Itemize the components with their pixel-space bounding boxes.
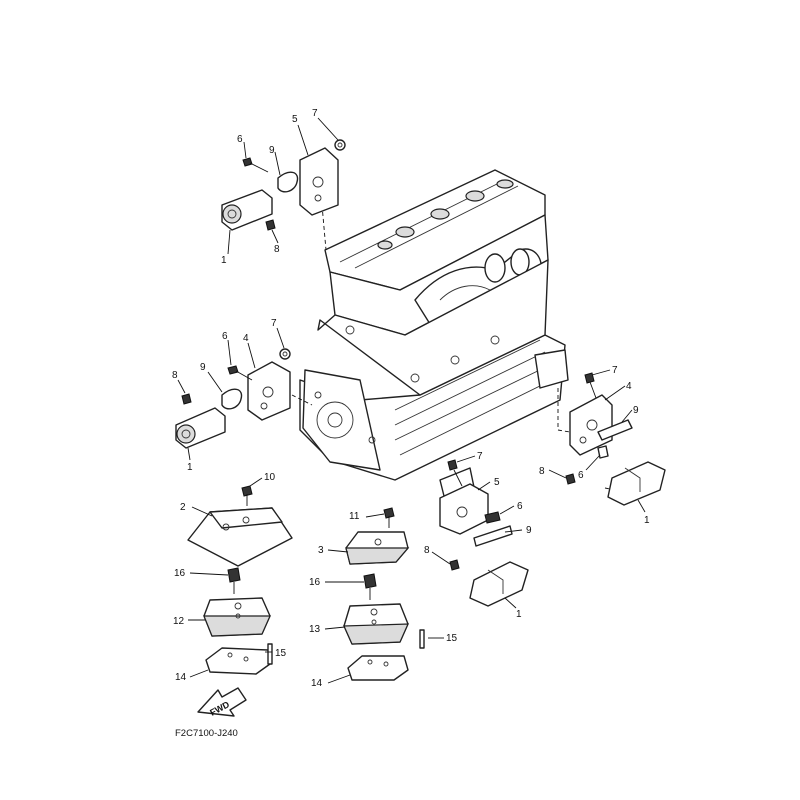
callout-1: 1	[644, 515, 650, 526]
bracket-4-shape	[247, 361, 291, 421]
forward-direction-arrow: FWD	[197, 687, 247, 718]
callout-8: 8	[539, 466, 545, 477]
fwd-arrow-icon	[197, 687, 247, 717]
callout-11: 11	[349, 511, 360, 522]
callout-16: 16	[174, 568, 186, 579]
callout-6: 6	[222, 331, 228, 342]
callout-5: 5	[494, 477, 500, 488]
callout-9: 9	[269, 145, 275, 156]
engine-mount-mid-left-group: 6 4 7 8 9 1	[172, 318, 291, 473]
engine-mount-right-rear-group: 7 4 9 6 8 1	[539, 365, 666, 526]
plate-14-shape	[205, 647, 271, 675]
callout-14: 14	[175, 672, 187, 683]
callout-1: 1	[516, 609, 522, 620]
plate-9-shape	[597, 419, 633, 441]
callout-7: 7	[477, 451, 483, 462]
callout-15: 15	[275, 648, 287, 659]
callout-9: 9	[200, 362, 206, 373]
engine-mount-left-stack-group: 10 2 16 12 15 14	[173, 472, 293, 683]
engine-mount-center-stack-group: 11 3 16 13 15 14	[309, 507, 458, 689]
callout-10: 10	[264, 472, 276, 483]
callout-2: 2	[180, 502, 186, 513]
callout-12: 12	[173, 616, 185, 627]
callout-4: 4	[626, 381, 632, 392]
drawing-code: F2C7100-J240	[175, 728, 238, 739]
callout-1: 1	[221, 255, 227, 266]
plate-14-shape	[347, 655, 409, 681]
callout-6: 6	[578, 470, 584, 481]
callout-7: 7	[312, 108, 318, 119]
callout-8: 8	[172, 370, 178, 381]
callout-3: 3	[318, 545, 324, 556]
callout-9: 9	[633, 405, 639, 416]
engine-mount-top-left-group: 6 9 5 7 1 8	[221, 108, 346, 266]
callout-16: 16	[309, 577, 321, 588]
engine-block	[299, 169, 569, 501]
engine-mount-center-front-group: 7 5 6 9 8 1	[424, 451, 532, 620]
bracket-5-shape	[299, 147, 339, 216]
damper-1-shape	[607, 461, 666, 506]
plate-9-shape	[473, 525, 513, 547]
plate-9-shape	[277, 171, 299, 193]
callout-5: 5	[292, 114, 298, 125]
callout-14: 14	[311, 678, 323, 689]
callout-7: 7	[612, 365, 618, 376]
callout-8: 8	[274, 244, 280, 255]
callout-6: 6	[517, 501, 523, 512]
callout-4: 4	[243, 333, 249, 344]
callout-1: 1	[187, 462, 193, 473]
plate-9-shape	[221, 388, 243, 410]
callout-7: 7	[271, 318, 277, 329]
callout-6: 6	[237, 134, 243, 145]
callout-15: 15	[446, 633, 458, 644]
damper-1-shape	[469, 561, 529, 607]
callout-8: 8	[424, 545, 430, 556]
callout-9: 9	[526, 525, 532, 536]
callout-13: 13	[309, 624, 321, 635]
